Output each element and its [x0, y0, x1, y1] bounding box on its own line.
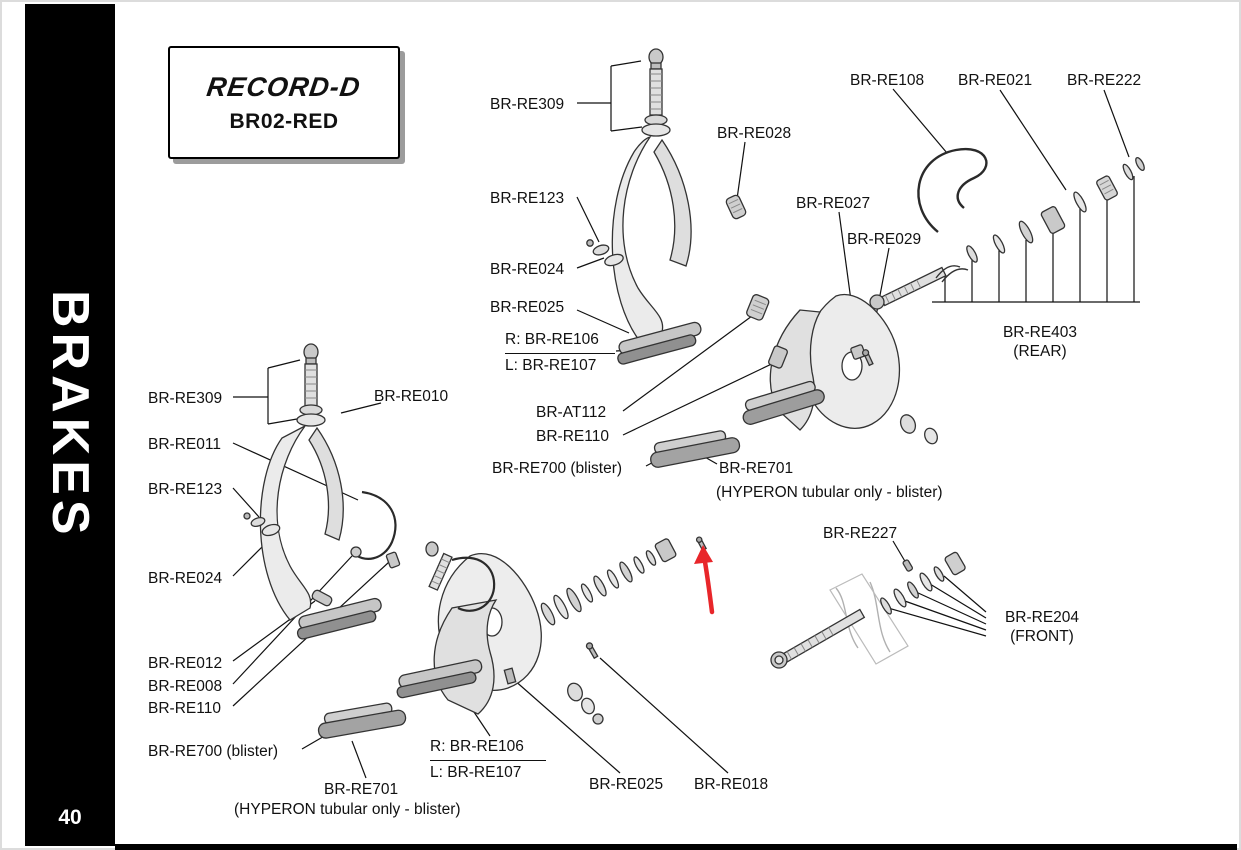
- red-arrow-head: [694, 545, 713, 564]
- part-label-br-re011: BR-RE011: [148, 436, 221, 453]
- part-label-br-re021: BR-RE021: [958, 72, 1033, 89]
- pad-code-block-rear: R: BR-RE106 L: BR-RE107: [505, 331, 615, 375]
- part-label-br-re222: BR-RE222: [1067, 72, 1142, 89]
- part-label-br-re204-block: BR-RE204 (FRONT): [982, 608, 1102, 647]
- part-label-br-re700-left: BR-RE700 (blister): [148, 743, 279, 760]
- part-label-br-re123-left: BR-RE123: [148, 481, 223, 498]
- part-label-br-re106-front: R: BR-RE106: [430, 738, 546, 761]
- bottom-rule: [115, 844, 1237, 850]
- part-label-br-re309-rear: BR-RE309: [490, 96, 565, 113]
- model-title-box: RECORD-D BR02-RED: [168, 46, 400, 159]
- pad-code-block-front: R: BR-RE106 L: BR-RE107: [430, 738, 546, 782]
- part-label-br-at112: BR-AT112: [536, 404, 607, 421]
- red-arrow-shaft: [702, 559, 715, 615]
- part-label-br-re701-front: BR-RE701: [324, 781, 399, 798]
- part-label-br-re403-block: BR-RE403 (REAR): [975, 323, 1105, 362]
- part-label-br-re107-rear: L: BR-RE107: [505, 356, 597, 374]
- part-label-br-re028: BR-RE028: [717, 125, 792, 142]
- rear-brake-assembly: [742, 147, 1145, 445]
- red-arrow-annotation: [694, 545, 715, 615]
- part-label-br-re110-rear: BR-RE110: [536, 428, 609, 445]
- rear-brake-front-arm: [586, 48, 747, 468]
- part-label-br-re123-rear: BR-RE123: [490, 190, 565, 207]
- part-label-br-re018: BR-RE018: [694, 776, 769, 793]
- part-label-br-re025-front: BR-RE025: [589, 776, 664, 793]
- part-label-br-re227: BR-RE227: [823, 525, 898, 542]
- part-label-br-re027: BR-RE027: [796, 195, 871, 212]
- part-label-br-re008: BR-RE008: [148, 678, 223, 695]
- part-label-br-re029: BR-RE029: [847, 231, 922, 248]
- part-label-br-re010: BR-RE010: [374, 388, 449, 405]
- part-label-br-re024-left: BR-RE024: [148, 570, 223, 587]
- model-code: BR02-RED: [229, 109, 339, 133]
- front-brake-assembly: [396, 536, 707, 725]
- part-label-br-re107-front: L: BR-RE107: [430, 763, 522, 781]
- diagram-parts: [243, 48, 1145, 739]
- part-label-br-re204: BR-RE204: [1004, 609, 1080, 626]
- leader-lines: [232, 60, 1140, 779]
- sidebar: BRAKES 40: [25, 4, 115, 846]
- part-label-br-re024-rear: BR-RE024: [490, 261, 565, 278]
- part-label-br-re110-left: BR-RE110: [148, 700, 221, 717]
- part-label-br-re108: BR-RE108: [850, 72, 925, 89]
- part-label-br-re025-rear: BR-RE025: [490, 299, 565, 316]
- front-mount-group: [770, 551, 966, 669]
- part-label-br-re700-rear: BR-RE700 (blister): [492, 460, 623, 477]
- left-caliper-assembly: [243, 343, 407, 739]
- part-label-br-re106-rear: R: BR-RE106: [505, 331, 615, 354]
- part-label-br-re309-left: BR-RE309: [148, 390, 223, 407]
- hyperon-caption-rear: (HYPERON tubular only - blister): [716, 484, 943, 501]
- hyperon-caption-front: (HYPERON tubular only - blister): [234, 801, 461, 818]
- section-title: BRAKES: [41, 290, 99, 540]
- page-number: 40: [58, 806, 82, 829]
- part-label-br-re701-rear: BR-RE701: [719, 460, 794, 477]
- part-label-br-re012: BR-RE012: [148, 655, 223, 672]
- front-caption: (FRONT): [1010, 628, 1074, 646]
- part-label-br-re403: BR-RE403: [1002, 324, 1078, 341]
- rear-caption: (REAR): [1013, 343, 1067, 361]
